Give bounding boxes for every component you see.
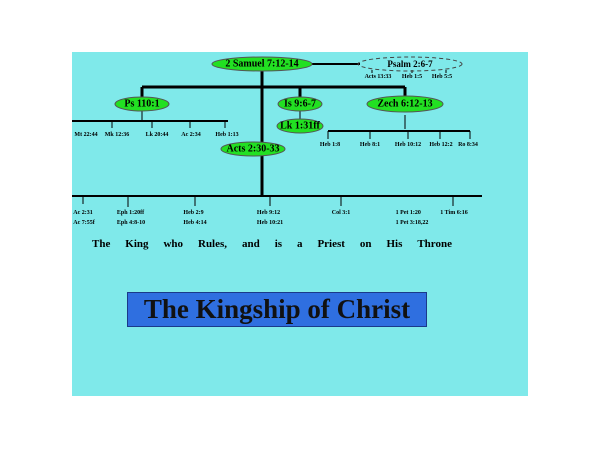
ref-group: Col 3:1 <box>332 208 351 218</box>
ref: Acts 13:33 <box>364 74 392 80</box>
ref: Ac 2:34 <box>181 132 201 138</box>
node-ellipse <box>276 118 324 134</box>
ref: Heb 10:12 <box>394 142 422 148</box>
node-ps110: Ps 110:1 <box>124 98 160 110</box>
subtitle-word: who <box>163 238 184 250</box>
subtitle-word: Priest <box>317 238 345 250</box>
ref: Lk 20:44 <box>145 132 169 138</box>
subtitle: The King who Rules, and is a Priest on His Throne <box>92 238 452 250</box>
node-ellipse <box>114 96 170 112</box>
subtitle-word: and <box>241 238 260 250</box>
ref-group: 1 Pet 1:20 1 Pet 3:18,22 <box>396 208 429 228</box>
ref: Heb 4:14 <box>183 220 207 226</box>
ref: Heb 10:21 <box>256 220 284 226</box>
ref-group: Ac 2:31 Ac 7:55f <box>73 208 95 228</box>
subtitle-word: The <box>92 238 111 250</box>
ref: Heb 1:8 <box>319 142 341 148</box>
ref: Heb 8:1 <box>359 142 381 148</box>
ref: 1 Pet 1:20 <box>395 210 421 216</box>
subtitle-word: on <box>359 238 372 250</box>
node-2-samuel: 2 Samuel 7:12-14 <box>225 58 299 70</box>
ref: Mk 12:36 <box>104 132 130 138</box>
ref: Ac 2:31 <box>73 210 93 216</box>
subtitle-word: Rules, <box>198 238 228 250</box>
subtitle-word: a <box>296 238 303 250</box>
node-ellipse <box>211 56 313 72</box>
subtitle-word: King <box>125 238 149 250</box>
node-acts: Acts 2:30-33 <box>226 143 280 155</box>
node-ellipse <box>277 96 323 112</box>
ref: 1 Tim 6:16 <box>440 210 468 216</box>
node-isaiah: Is 9:6-7 <box>284 98 316 110</box>
ref: Eph 1:20ff <box>116 210 145 216</box>
node-psalm: Psalm 2:6-7 <box>387 59 433 69</box>
ref: Heb 1:13 <box>215 132 239 138</box>
ref-group: 1 Tim 6:16 <box>440 208 467 218</box>
ref: Heb 9:12 <box>256 210 281 216</box>
ref: Ac 7:55f <box>73 220 95 226</box>
ref: Ro 8:34 <box>458 142 478 148</box>
ref: Mt 22:44 <box>74 132 98 138</box>
ref: Col 3:1 <box>331 210 351 216</box>
slide-title: The Kingship of Christ <box>127 292 427 327</box>
node-ellipse-dashed <box>357 56 463 72</box>
ref: Heb 5:5 <box>431 74 453 80</box>
node-ellipse <box>366 95 444 113</box>
ref: Eph 4:8-10 <box>116 220 146 226</box>
subtitle-word: His <box>386 238 403 250</box>
ref: Heb 2:9 <box>183 210 204 216</box>
subtitle-word: is <box>274 238 283 250</box>
ref: Heb 1:5 <box>401 74 423 80</box>
subtitle-word: Throne <box>417 238 452 250</box>
node-luke: Lk 1:31ff <box>280 120 320 132</box>
ref: Heb 12:2 <box>429 142 453 148</box>
ref: 1 Pet 3:18,22 <box>395 220 429 226</box>
node-ellipse <box>220 141 286 157</box>
node-zech: Zech 6:12-13 <box>377 98 433 110</box>
